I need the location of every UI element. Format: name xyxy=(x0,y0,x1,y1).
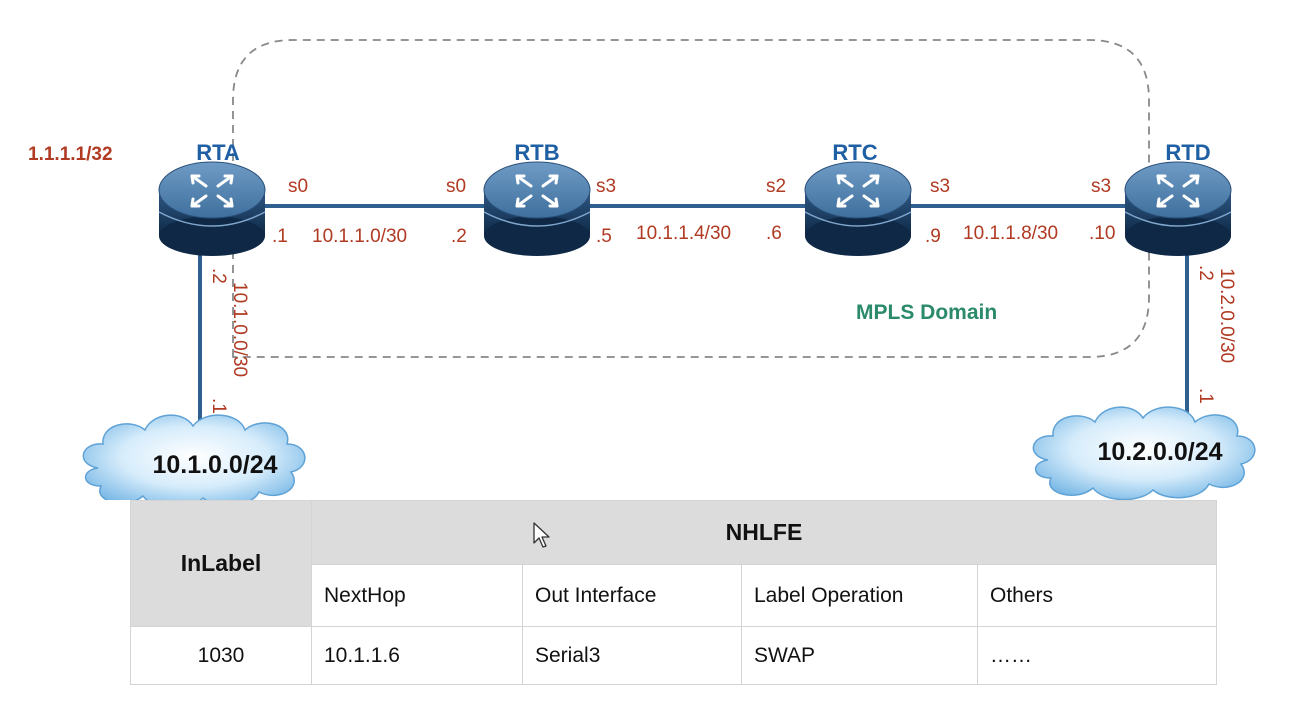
router-rtc xyxy=(803,160,913,258)
router-name-rta: RTA xyxy=(196,140,240,165)
subnet-a-vertical: 10.1.0.0/30 xyxy=(229,282,250,377)
ip-rtb-ab: .2 xyxy=(451,226,467,247)
router-rtd xyxy=(1123,160,1233,258)
iface-rtc-s2: s2 xyxy=(766,176,786,197)
ip-rtd-vertical: .2 xyxy=(1195,265,1216,281)
router-name-rtb: RTB xyxy=(514,140,559,165)
ip-rta-ab: .1 xyxy=(272,226,288,247)
cell-inlabel: 1030 xyxy=(130,626,312,685)
router-name-rtc: RTC xyxy=(832,140,877,165)
cell-label-operation: SWAP xyxy=(741,626,978,685)
cell-others: …… xyxy=(977,626,1217,685)
subnet-ab: 10.1.1.0/30 xyxy=(312,226,407,247)
ip-rtc-bc: .6 xyxy=(766,223,782,244)
ip-cloud-a-vertical: .1 xyxy=(208,398,229,414)
loopback-label: 1.1.1.1/32 xyxy=(28,144,113,165)
router-rtb xyxy=(482,160,592,258)
ip-cloud-d-vertical: .1 xyxy=(1195,388,1216,404)
subnet-d-vertical: 10.2.0.0/30 xyxy=(1216,268,1237,363)
ip-rtb-bc: .5 xyxy=(596,226,612,247)
col-out-interface: Out Interface xyxy=(522,564,742,627)
cloud-left-label: 10.1.0.0/24 xyxy=(152,451,277,479)
iface-rtb-s0: s0 xyxy=(446,176,466,197)
link-lines xyxy=(198,204,1189,425)
iface-rtd-s3: s3 xyxy=(1091,176,1111,197)
cloud-right-label: 10.2.0.0/24 xyxy=(1097,438,1222,466)
ip-rtd-cd: .10 xyxy=(1089,223,1115,244)
iface-rtc-s3: s3 xyxy=(930,176,950,197)
ip-rta-vertical: .2 xyxy=(208,268,229,284)
col-nexthop: NextHop xyxy=(311,564,523,627)
mpls-topology-diagram: RTA RTB RTC RTD 1.1.1.1/32 s0 s0 .1 10.1… xyxy=(28,39,1256,500)
inlabel-header: InLabel xyxy=(130,500,312,627)
iface-rtb-s3: s3 xyxy=(596,176,616,197)
mpls-domain-label: MPLS Domain xyxy=(856,301,997,324)
table-row: 1030 10.1.1.6 Serial3 SWAP …… xyxy=(130,626,1217,685)
cell-out-interface: Serial3 xyxy=(522,626,742,685)
iface-rta-s0: s0 xyxy=(288,176,308,197)
ip-rtc-cd: .9 xyxy=(925,226,941,247)
subnet-bc: 10.1.1.4/30 xyxy=(636,223,731,244)
nhlfe-table: InLabel NHLFE NextHop Out Interface Labe… xyxy=(130,500,1217,685)
router-name-rtd: RTD xyxy=(1165,140,1210,165)
col-others: Others xyxy=(977,564,1217,627)
nhlfe-header: NHLFE xyxy=(311,500,1217,565)
router-rta xyxy=(157,160,267,258)
mouse-pointer-icon xyxy=(533,522,550,548)
mpls-domain-boundary xyxy=(232,39,1150,358)
cell-nexthop: 10.1.1.6 xyxy=(311,626,523,685)
subnet-cd: 10.1.1.8/30 xyxy=(963,223,1058,244)
col-label-operation: Label Operation xyxy=(741,564,978,627)
